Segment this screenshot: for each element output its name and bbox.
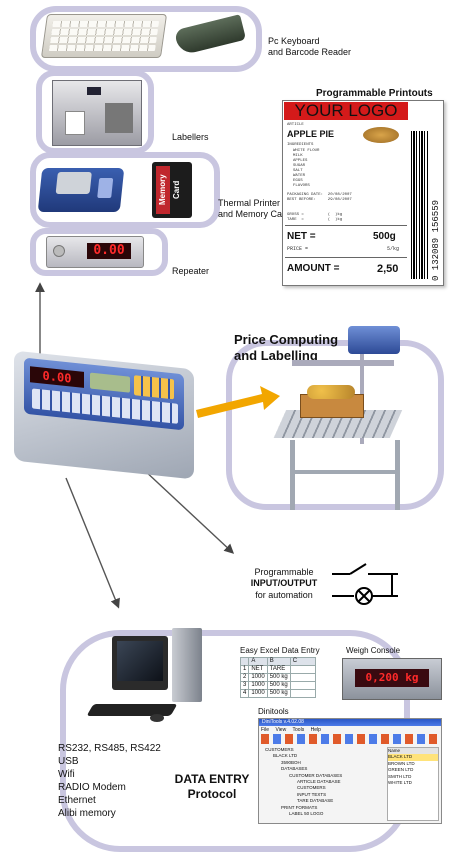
data-entry-protocol-label: DATA ENTRY Protocol <box>174 772 250 801</box>
protocol-list: RS232, RS485, RS422 USB Wifi RADIO Modem… <box>58 742 161 820</box>
pc-tower <box>172 628 202 702</box>
io-input-output: INPUT/OUTPUT <box>250 578 318 588</box>
arrow-data-entry <box>65 477 120 609</box>
weigh-console-title: Weigh Console <box>346 646 401 655</box>
printout-barcode <box>411 131 429 279</box>
pie-image <box>363 127 399 143</box>
labeller-printer <box>52 80 142 146</box>
weighing-indicator: 0.00 <box>14 350 194 480</box>
scale-frame <box>292 360 394 366</box>
repeater-display-unit: 0.00 <box>46 236 144 268</box>
repeater-display: 0.00 <box>87 243 131 259</box>
peripheral-ring-keyboard <box>30 6 262 72</box>
dinitools-tree: CUSTOMERS BLACK LTD 3590BOH DATABASES CU… <box>265 747 343 817</box>
protocol-item: Wifi <box>58 769 75 780</box>
price-labelling-ring <box>226 340 444 510</box>
arrow-price-orange <box>196 386 280 418</box>
dinitools-window-title: DiniTools v.4.02.08 <box>259 719 441 726</box>
dinitools-list: Name BLACK LTD BROWN LTD GREEN LTD SMITH… <box>387 747 439 821</box>
repeater-label: Repeater <box>172 266 210 276</box>
programmable-printouts-title: Programmable Printouts <box>316 88 433 99</box>
dinitools-toolbar <box>261 734 437 744</box>
peripheral-ring-labeller <box>36 70 154 154</box>
price-computing-title: Price Computing and Labelling <box>234 332 339 363</box>
printout-article: APPLE PIE <box>287 129 335 139</box>
protocol-item: Ethernet <box>58 795 96 806</box>
pc-monitor <box>112 636 168 690</box>
switch-lamp-icon <box>332 563 398 605</box>
scale-display-head <box>348 326 400 354</box>
protocol-item: Alibi memory <box>58 808 116 819</box>
dinitools-title: Dinitools <box>258 707 289 716</box>
dinitools-window: DiniTools v.4.02.08 File View Tools Help… <box>258 718 442 824</box>
peripheral-ring-printer <box>30 152 220 228</box>
pc-keyboard-desk <box>86 704 178 716</box>
memory-card: Memory Card <box>152 162 192 218</box>
peripheral-ring-repeater <box>30 228 168 276</box>
protocol-item: RS232, RS485, RS422 <box>58 743 161 754</box>
fruit-crate <box>300 385 364 418</box>
io-programmable: Programmable <box>254 567 314 577</box>
labellers-label: Labellers <box>172 132 209 142</box>
printer-memory-label: Thermal Printer and Memory Card <box>218 198 291 219</box>
pc-mouse <box>150 714 164 722</box>
protocol-item: RADIO Modem <box>58 782 126 793</box>
label-printout: YOUR LOGO ARTICLE APPLE PIE INGREDIENTS … <box>282 100 444 286</box>
protocol-item: USB <box>58 756 79 767</box>
io-for-automation: for automation <box>255 590 313 600</box>
weigh-console-display: 0,200 kg <box>355 669 429 687</box>
indicator-display: 0.00 <box>30 366 84 388</box>
scale-legs <box>290 440 400 510</box>
printout-logo: YOUR LOGO <box>284 102 408 120</box>
keyboard-reader-label: Pc Keyboard and Barcode Reader <box>268 36 352 57</box>
dinitools-menu: File View Tools Help <box>261 727 321 733</box>
easy-excel-title: Easy Excel Data Entry <box>240 646 320 655</box>
weigh-console: 0,200 kg <box>342 658 442 700</box>
